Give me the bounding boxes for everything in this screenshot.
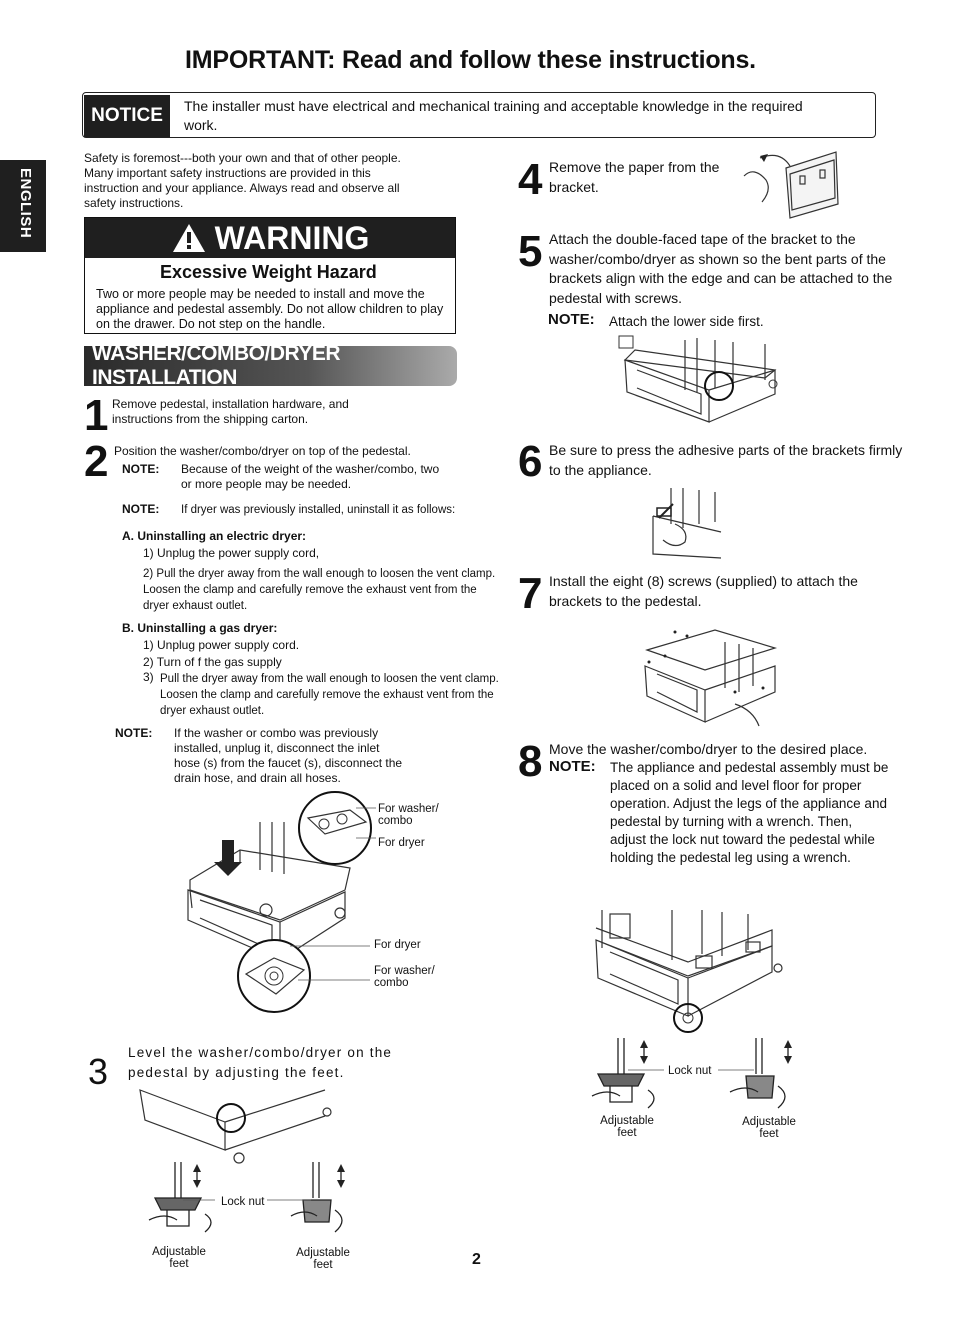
step-5-text: Attach the double-faced tape of the brac… [549, 231, 893, 306]
warning-subheading: Excessive Weight Hazard [160, 262, 377, 282]
step-8-text: Move the washer/combo/dryer to the desir… [549, 741, 868, 757]
step-2-a-title: A. Uninstalling an electric dryer: [122, 529, 307, 543]
step-1-number: 1 [84, 391, 109, 440]
step-2-b3: Pull the dryer away from the wall enough… [160, 673, 499, 717]
step-3-number: 3 [88, 1051, 108, 1092]
step-8-note-label: NOTE: [549, 758, 596, 775]
step-2-number: 2 [84, 437, 109, 486]
warning-triangle-icon [172, 224, 205, 252]
notice-text: The installer must have electrical and m… [184, 98, 803, 133]
safety-intro: Safety is foremost---both your own and t… [84, 151, 401, 210]
warning-box [84, 217, 456, 334]
language-tab-label: ENGLISH [17, 168, 34, 239]
bracket-illustration [743, 151, 839, 219]
step-4-number: 4 [518, 155, 543, 204]
caption-washer-top: For washer/ combo [378, 803, 439, 827]
step-6-text: Be sure to press the adhesive parts of t… [549, 442, 903, 478]
warning-heading: WARNING [214, 219, 370, 256]
step-4-text: Remove the paper from the bracket. [549, 159, 720, 195]
step-2-note1-label: NOTE: [122, 462, 160, 476]
press-bracket-illustration [652, 488, 722, 559]
step-5-number: 5 [518, 227, 543, 276]
step-3-feet-right-label: Adjustable feet [296, 1247, 350, 1271]
step-7-text: Install the eight (8) screws (supplied) … [549, 573, 858, 609]
pedestal-illustration [187, 791, 376, 1013]
step-2-b3-number: 3) [143, 670, 154, 684]
caption-dryer-bottom: For dryer [374, 939, 421, 951]
step-2-b-title: B. Uninstalling a gas dryer: [122, 621, 278, 635]
notice-label: NOTICE [84, 95, 170, 137]
bracket-attach-illustration [618, 335, 778, 423]
step-2-note3-text: If the washer or combo was previously in… [174, 726, 403, 785]
step-2-note2-text: If dryer was previously installed, unins… [181, 504, 456, 516]
step-3-lock-nut-label: Lock nut [221, 1196, 265, 1208]
step-2-note3-label: NOTE: [115, 726, 153, 740]
step-8-feet-right-label: Adjustable feet [742, 1116, 796, 1140]
step-8-number: 8 [518, 737, 543, 786]
notice-box [82, 92, 876, 138]
step-2-note2-label: NOTE: [122, 502, 160, 516]
step-8-note-text: The appliance and pedestal assembly must… [610, 760, 889, 865]
step-5-note-label: NOTE: [548, 311, 595, 328]
page-number: 2 [472, 1251, 481, 1268]
step-8-feet-illustration [591, 1038, 792, 1109]
step-3-text: Level the washer/combo/dryer on the pede… [128, 1045, 393, 1080]
step-2-b1: 1) Unplug power supply cord. [143, 638, 300, 652]
warning-header: WARNING [85, 218, 455, 258]
section-title: WASHER/COMBO/DRYER INSTALLATION [84, 342, 457, 389]
step-2-text: Position the washer/combo/dryer on top o… [114, 444, 411, 458]
step-5-note-text: Attach the lower side first. [609, 314, 764, 329]
step-3-feet-left-label: Adjustable feet [152, 1246, 206, 1270]
screws-illustration [644, 629, 778, 727]
final-assembly-illustration [595, 910, 783, 1033]
step-2-b2: 2) Turn of f the gas supply [143, 655, 282, 669]
step-2-note1-text: Because of the weight of the washer/comb… [181, 462, 440, 491]
step-2-a2: 2) Pull the dryer away from the wall eno… [143, 568, 496, 612]
warning-text: Two or more people may be needed to inst… [96, 287, 444, 331]
caption-washer-bottom: For washer/ combo [374, 965, 435, 989]
language-tab [0, 160, 46, 252]
caption-dryer-top: For dryer [378, 837, 425, 849]
page-title: IMPORTANT: Read and follow these instruc… [185, 46, 756, 74]
step-1-text: Remove pedestal, installation hardware, … [112, 397, 349, 426]
step-7-number: 7 [518, 569, 543, 618]
step-8-feet-left-label: Adjustable feet [600, 1115, 654, 1139]
step-8-lock-nut-label: Lock nut [668, 1065, 712, 1077]
step-2-a1: 1) Unplug the power supply cord, [143, 546, 320, 560]
step-6-number: 6 [518, 437, 543, 486]
leveling-feet-illustration [139, 1089, 345, 1233]
